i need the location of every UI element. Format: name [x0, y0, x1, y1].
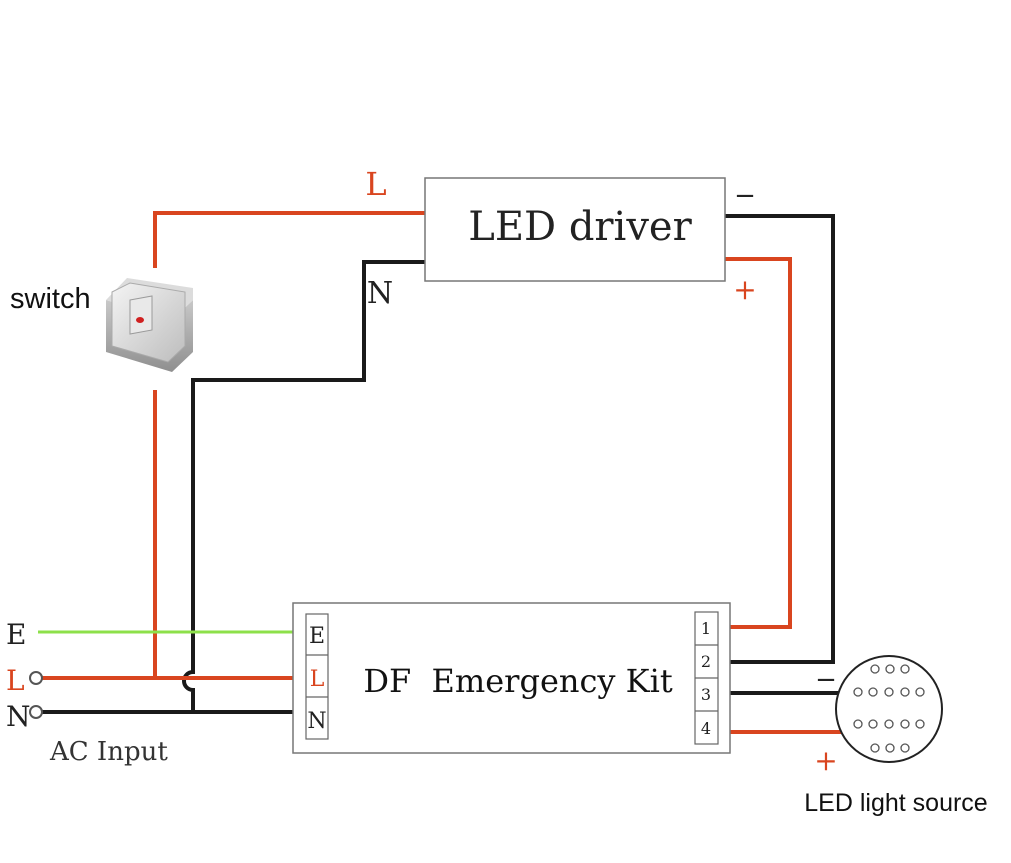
wire-driver-positive — [718, 257, 792, 629]
kit-terminal-n: N — [307, 709, 326, 734]
kit-terminal-3: 3 — [701, 685, 711, 704]
input-terminal-l — [29, 671, 43, 685]
wire-line-to-driver — [153, 211, 425, 268]
kit-terminal-4: 4 — [701, 719, 711, 738]
emergency-kit-box: DF Emergency Kit — [292, 602, 731, 754]
emergency-kit-label: DF Emergency Kit — [363, 662, 672, 700]
input-terminal-n — [29, 705, 43, 719]
led-light-source-label: LED light source — [804, 789, 987, 817]
led-driver-label: LED driver — [468, 204, 692, 250]
kit-terminal-e: E — [309, 624, 325, 649]
wire-driver-negative — [718, 214, 835, 664]
kit-right-terminal-block: 1 2 3 4 — [694, 611, 719, 745]
driver-positive-label: + — [733, 273, 756, 306]
input-label-l: L — [6, 664, 25, 697]
driver-neutral-label: N — [367, 276, 393, 311]
source-positive-label: + — [814, 744, 837, 777]
ac-input-label: AC Input — [49, 737, 168, 767]
switch-label: switch — [10, 283, 91, 315]
driver-negative-label: − — [734, 181, 756, 211]
source-negative-label: − — [815, 665, 837, 695]
switch-icon — [106, 278, 193, 372]
kit-terminal-1: 1 — [701, 619, 711, 638]
kit-terminal-l: L — [310, 667, 325, 692]
input-label-e: E — [6, 618, 26, 651]
kit-left-terminal-block: E L N — [305, 613, 329, 740]
led-driver-box: LED driver — [424, 177, 726, 282]
kit-terminal-2: 2 — [701, 652, 711, 671]
led-light-source-icon — [835, 655, 943, 763]
driver-line-label: L — [365, 165, 386, 203]
input-label-n: N — [6, 700, 31, 733]
